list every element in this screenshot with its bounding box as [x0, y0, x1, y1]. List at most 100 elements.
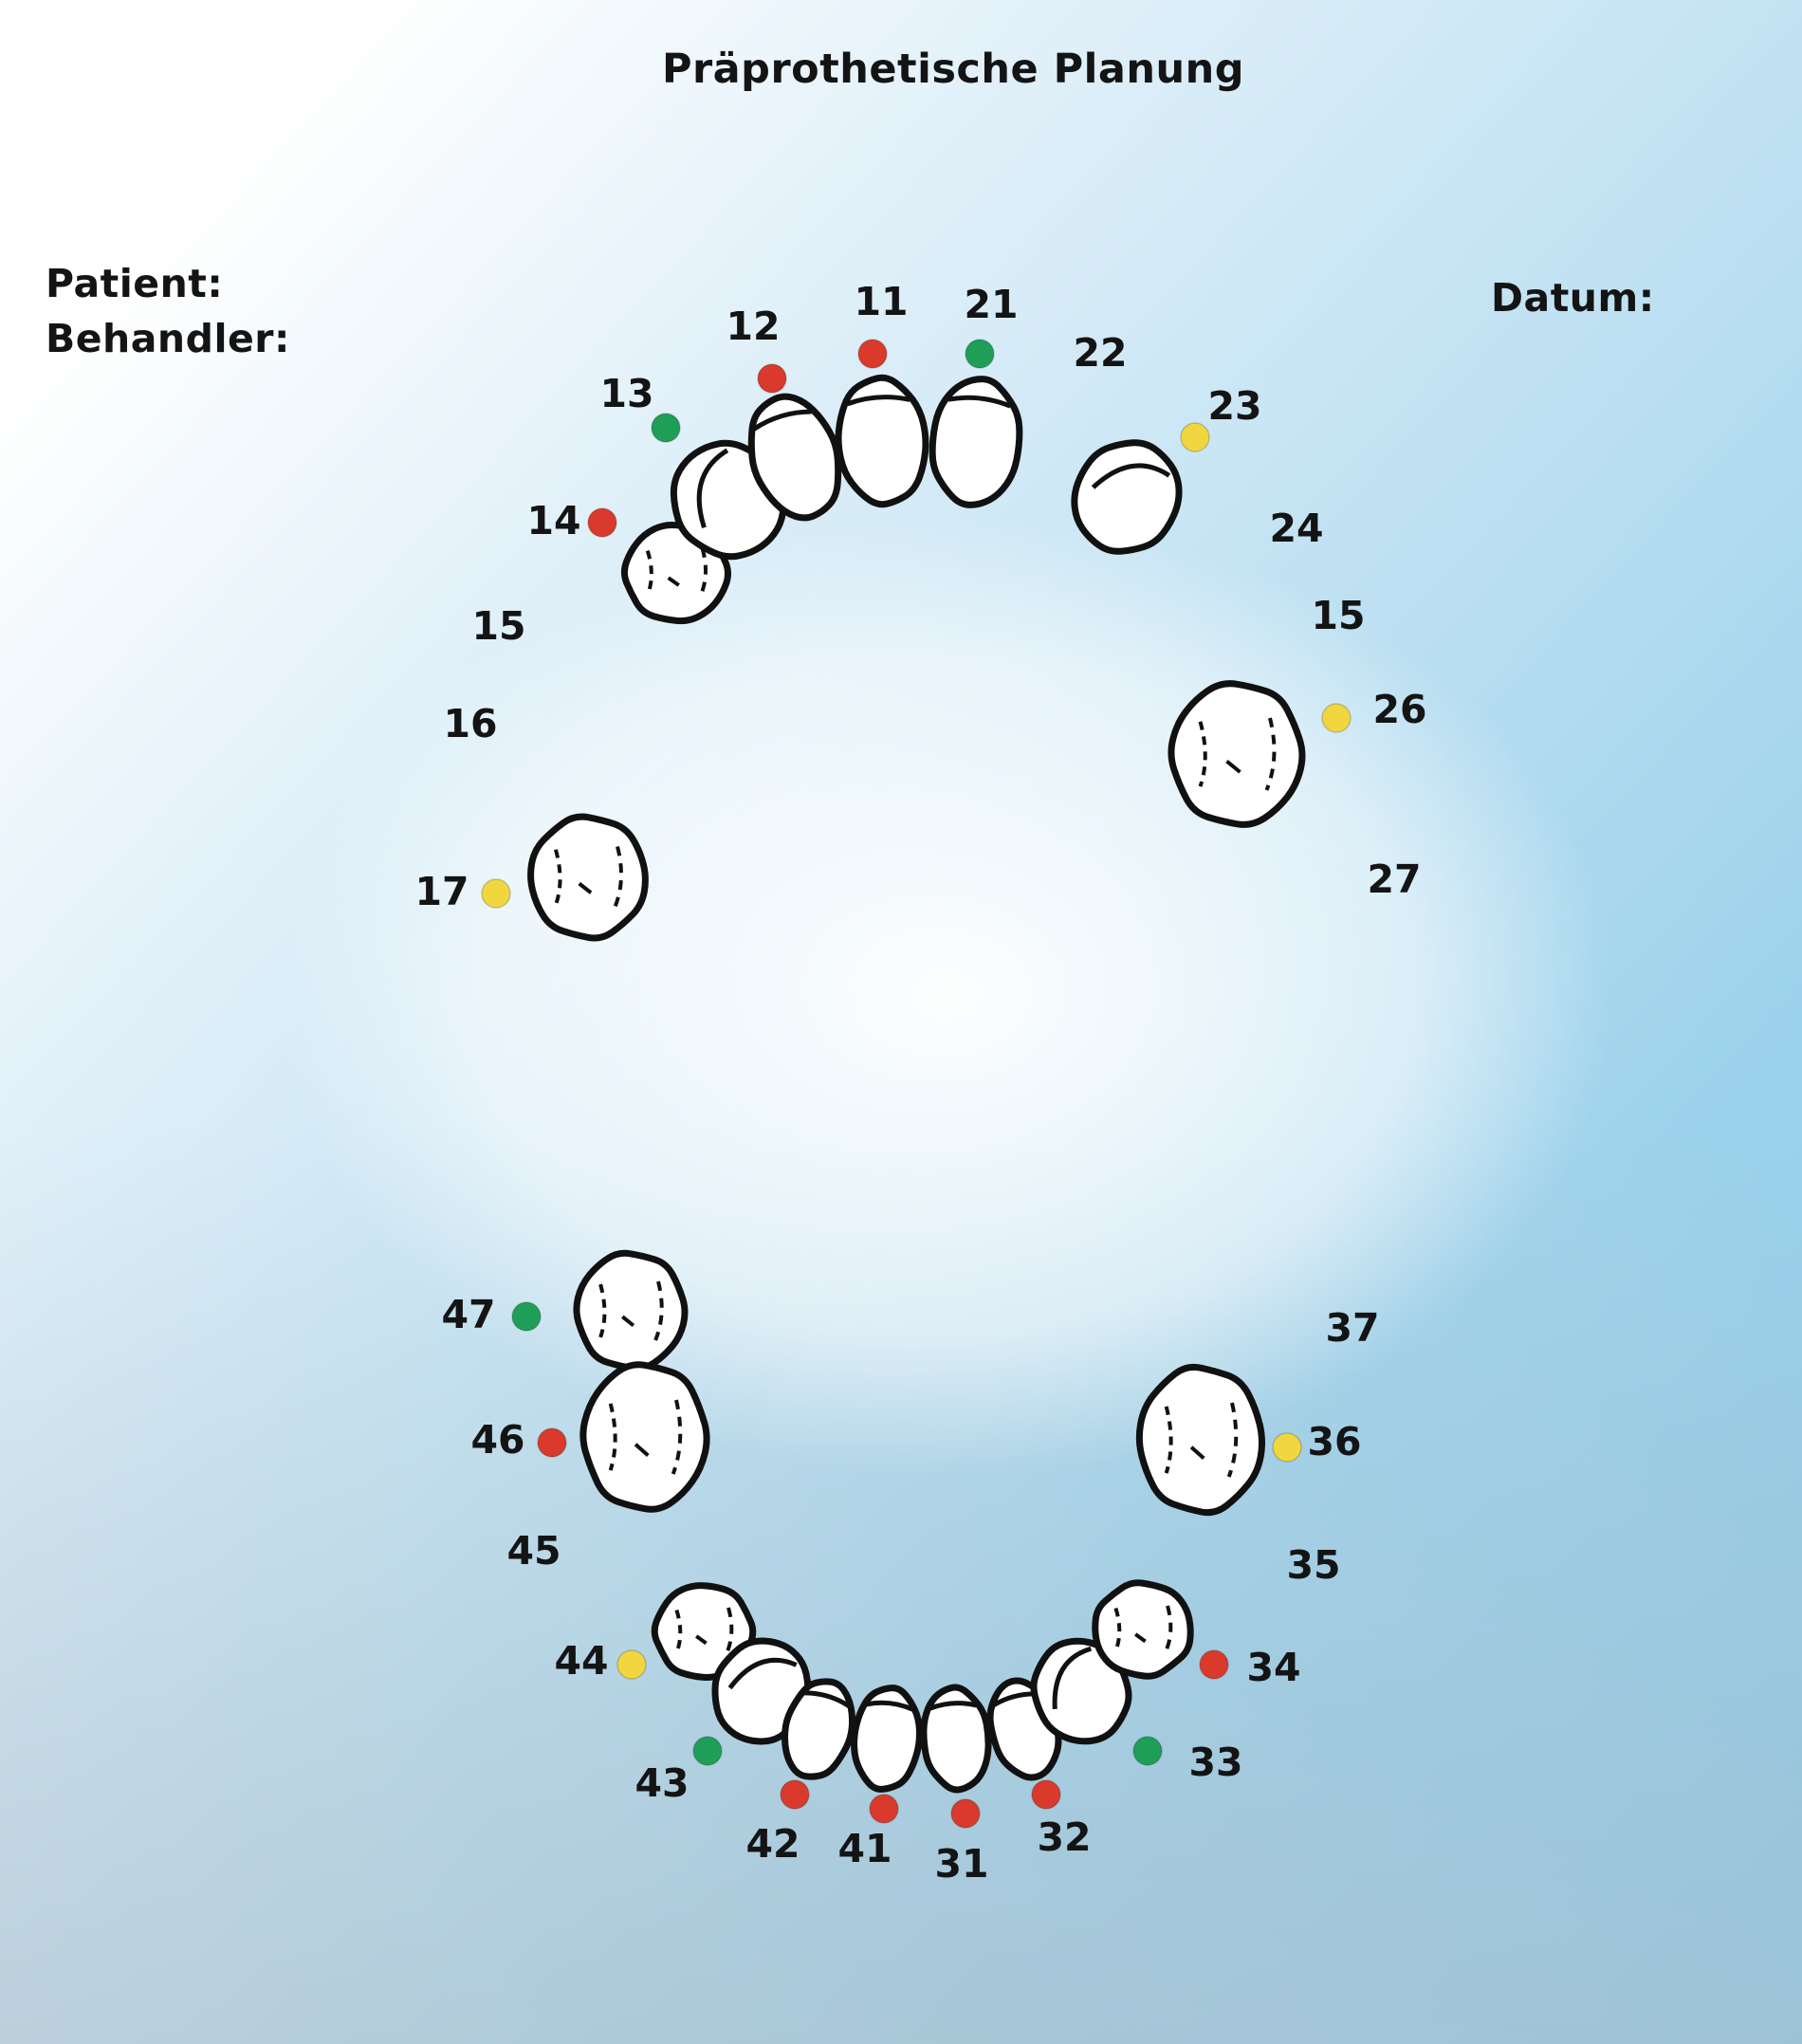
tooth-31-21-outline — [920, 1684, 992, 1794]
tooth-36-26-crown — [1135, 1363, 1265, 1517]
tooth-34-24-label: 34 — [1246, 1645, 1300, 1690]
tooth-26-12-fissure — [1198, 721, 1207, 787]
tooth-12-5-crown — [747, 393, 842, 522]
tooth-44-17-fissure — [695, 1634, 708, 1646]
tooth-36-26-outline — [1135, 1363, 1265, 1517]
tooth-41-20-crown — [851, 1685, 923, 1793]
tooth-43-18-ridge — [727, 1657, 798, 1690]
tooth-43-18-outline — [711, 1637, 812, 1745]
tooth-47-14-crown — [573, 1249, 689, 1372]
tooth-37-27-label: 37 — [1325, 1305, 1379, 1351]
tooth-14-3-fissure — [697, 547, 708, 598]
behandler-label: Behandler: — [46, 316, 290, 361]
tooth-14-3-fissure — [645, 549, 653, 597]
tooth-17-0-fissure — [613, 845, 623, 910]
tooth-41-20-label: 41 — [837, 1826, 892, 1871]
page-title: Präprothetische Planung — [661, 46, 1245, 93]
tooth-44-17-fissure — [724, 1607, 734, 1656]
tooth-41-20-outline — [851, 1685, 923, 1793]
tooth-23-9-outline — [1071, 439, 1183, 555]
tooth-31-21-crown — [920, 1684, 992, 1794]
tooth-47-14-fissure — [653, 1280, 664, 1341]
tooth-17-0-fissure — [553, 849, 562, 906]
tooth-43-18-label: 43 — [634, 1760, 689, 1806]
tooth-12-5-edge — [752, 409, 812, 432]
tooth-13-4-ridge — [696, 448, 729, 529]
tooth-11-6-label: 11 — [854, 279, 908, 324]
tooth-34-24-crown — [1092, 1579, 1194, 1680]
tooth-23-9-label: 23 — [1207, 383, 1261, 429]
patient-label: Patient: — [46, 261, 224, 306]
tooth-36-26-fissure — [1189, 1446, 1205, 1460]
tooth-44-17-fissure — [674, 1609, 683, 1654]
tooth-42-19-label: 42 — [745, 1821, 800, 1867]
tooth-47-14-status-dot — [511, 1301, 542, 1332]
tooth-17-0-status-dot — [481, 878, 511, 909]
tooth-42-19-status-dot — [780, 1779, 810, 1810]
tooth-33-23-ridge — [1052, 1646, 1093, 1710]
tooth-44-17-label: 44 — [554, 1638, 608, 1684]
tooth-34-24-outline — [1092, 1579, 1194, 1680]
tooth-26-12-outline — [1168, 680, 1306, 828]
tooth-27-13-label: 27 — [1367, 856, 1421, 902]
tooth-46-15-fissure — [634, 1443, 650, 1457]
tooth-21-7-edge — [947, 395, 1012, 409]
tooth-46-15-outline — [579, 1361, 710, 1513]
tooth-26-12-fissure — [1264, 717, 1277, 791]
tooth-36-26-fissure — [1226, 1402, 1239, 1478]
tooth-12-5-status-dot — [757, 363, 787, 394]
tooth-26-12-label: 26 — [1372, 687, 1426, 732]
tooth-46-15-fissure — [608, 1403, 617, 1471]
tooth-46-15-label: 46 — [470, 1417, 524, 1463]
tooth-34-24-fissure — [1113, 1607, 1122, 1652]
tooth-36-26-status-dot — [1272, 1432, 1302, 1463]
tooth-12-5-label: 12 — [726, 304, 780, 349]
tooth-17-0-outline — [527, 813, 649, 942]
tooth-26-12-status-dot — [1321, 703, 1352, 733]
tooth-23-9-crown — [1071, 439, 1183, 555]
tooth-21-7-status-dot — [965, 339, 995, 369]
tooth-36-26-fissure — [1164, 1406, 1173, 1474]
tooth-33-23-outline — [1030, 1637, 1132, 1745]
tooth-11-6-crown — [835, 374, 929, 508]
tooth-47-14-outline — [573, 1249, 689, 1372]
tooth-15-2-label: 15 — [471, 603, 525, 649]
tooth-32-22-status-dot — [1031, 1779, 1061, 1810]
tooth-11-6-edge — [846, 395, 910, 407]
tooth-33-23-crown — [1030, 1637, 1132, 1745]
tooth-33-23-status-dot — [1132, 1736, 1163, 1766]
tooth-47-14-label: 47 — [441, 1292, 495, 1337]
tooth-11-6-outline — [835, 374, 929, 508]
tooth-47-14-fissure — [598, 1283, 607, 1338]
tooth-46-15-fissure — [671, 1399, 683, 1475]
tooth-23-9-status-dot — [1180, 422, 1210, 452]
tooth-14-3-label: 14 — [526, 498, 580, 543]
tooth-21-7-crown — [929, 376, 1023, 508]
tooth-31-21-label: 31 — [934, 1841, 988, 1887]
tooth-17-0-label: 17 — [414, 869, 469, 914]
tooth-42-19-outline — [781, 1678, 856, 1780]
tooth-11-6-status-dot — [857, 339, 888, 369]
tooth-43-18-status-dot — [692, 1736, 723, 1766]
tooth-13-4-status-dot — [651, 413, 681, 443]
tooth-22-8-label: 22 — [1073, 330, 1127, 376]
tooth-35-25-label: 35 — [1286, 1542, 1340, 1588]
tooth-12-5-outline — [747, 393, 842, 522]
tooth-34-24-fissure — [1134, 1632, 1147, 1644]
tooth-31-21-status-dot — [950, 1798, 981, 1829]
tooth-42-19-crown — [781, 1678, 856, 1780]
tooth-15-11-label: 15 — [1311, 593, 1365, 638]
datum-label: Datum: — [1491, 275, 1655, 321]
tooth-16-1-label: 16 — [443, 701, 497, 746]
tooth-32-22-label: 32 — [1037, 1814, 1091, 1860]
tooth-14-3-status-dot — [587, 507, 617, 538]
tooth-44-17-status-dot — [616, 1649, 647, 1680]
tooth-41-20-edge — [866, 1700, 914, 1712]
tooth-47-14-fissure — [621, 1315, 635, 1328]
tooth-46-15-status-dot — [537, 1427, 567, 1458]
tooth-17-0-fissure — [578, 881, 593, 894]
tooth-33-23-label: 33 — [1188, 1740, 1242, 1785]
tooth-42-19-edge — [803, 1690, 851, 1708]
